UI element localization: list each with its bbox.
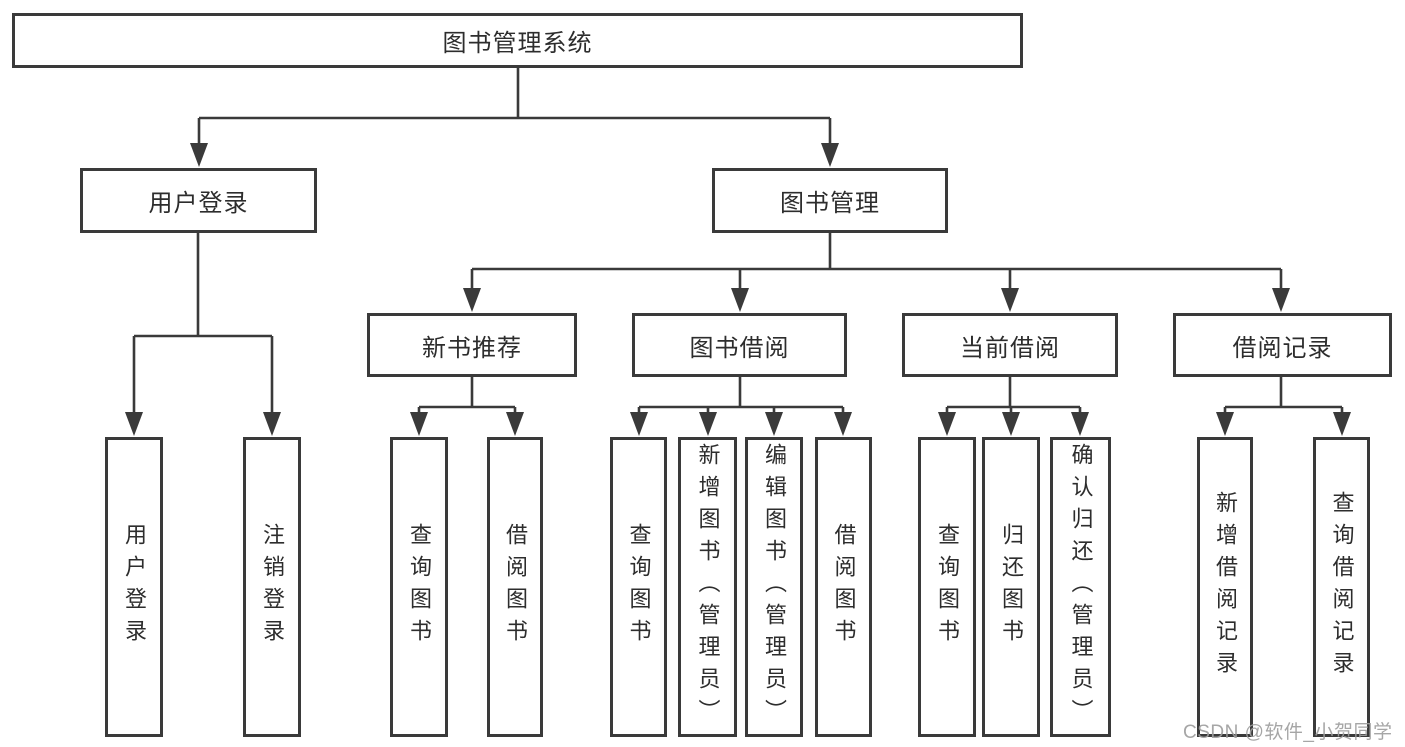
node-library-system: 图书管理系统 xyxy=(12,13,1023,68)
node-user-login: 用户登录 xyxy=(80,168,317,233)
connector-root-to-level2 xyxy=(190,68,839,167)
leaf-bb-query-books: 查询图书 xyxy=(610,437,667,737)
leaf-bb-borrow-books: 借阅图书 xyxy=(815,437,872,737)
leaf-bb-add-books-admin: 新增图书（管理员） xyxy=(678,437,737,737)
node-current-borrow: 当前借阅 xyxy=(902,313,1118,377)
connector-book-borrow xyxy=(630,377,852,436)
watermark-csdn: CSDN @软件_小贺同学 xyxy=(1183,722,1393,743)
node-borrow-records-label: 借阅记录 xyxy=(1232,334,1333,362)
leaf-cb-query-books: 查询图书 xyxy=(918,437,976,737)
leaf-br-add-record-label: 新增借阅记录 xyxy=(1213,491,1238,683)
node-book-borrow: 图书借阅 xyxy=(632,313,847,377)
leaf-cb-confirm-return-admin: 确认归还（管理员） xyxy=(1050,437,1111,737)
leaf-logout: 注销登录 xyxy=(243,437,301,737)
leaf-user-login-label: 用户登录 xyxy=(122,523,147,651)
leaf-nb-query-books: 查询图书 xyxy=(390,437,448,737)
leaf-nb-query-books-label: 查询图书 xyxy=(407,523,432,651)
leaf-bb-edit-books-admin: 编辑图书（管理员） xyxy=(745,437,803,737)
node-book-borrow-label: 图书借阅 xyxy=(689,334,790,362)
node-borrow-records: 借阅记录 xyxy=(1173,313,1392,377)
leaf-br-query-record: 查询借阅记录 xyxy=(1313,437,1370,737)
connector-user-login-branch xyxy=(125,233,281,436)
leaf-nb-borrow-books: 借阅图书 xyxy=(487,437,543,737)
leaf-bb-edit-books-admin-label: 编辑图书（管理员） xyxy=(762,443,787,731)
leaf-br-add-record: 新增借阅记录 xyxy=(1197,437,1253,737)
node-book-management-label: 图书管理 xyxy=(780,190,880,217)
connector-current-borrow xyxy=(938,377,1089,436)
node-user-login-label: 用户登录 xyxy=(148,190,249,217)
node-library-system-label: 图书管理系统 xyxy=(442,30,593,57)
leaf-user-login: 用户登录 xyxy=(105,437,163,737)
leaf-cb-query-books-label: 查询图书 xyxy=(935,523,960,651)
node-new-book-recommend-label: 新书推荐 xyxy=(422,334,522,362)
leaf-logout-label: 注销登录 xyxy=(260,523,285,651)
leaf-bb-query-books-label: 查询图书 xyxy=(626,523,652,651)
connector-borrow-records xyxy=(1216,377,1351,436)
node-new-book-recommend: 新书推荐 xyxy=(367,313,577,377)
node-current-borrow-label: 当前借阅 xyxy=(960,334,1060,362)
leaf-br-query-record-label: 查询借阅记录 xyxy=(1329,491,1355,683)
leaf-cb-return-books: 归还图书 xyxy=(982,437,1040,737)
leaf-cb-confirm-return-admin-label: 确认归还（管理员） xyxy=(1068,443,1094,731)
connector-book-management-branch xyxy=(463,233,1290,312)
connector-new-book-recommend xyxy=(410,377,524,436)
leaf-bb-borrow-books-label: 借阅图书 xyxy=(831,523,857,651)
leaf-bb-add-books-admin-label: 新增图书（管理员） xyxy=(695,443,721,731)
leaf-nb-borrow-books-label: 借阅图书 xyxy=(503,523,528,651)
leaf-cb-return-books-label: 归还图书 xyxy=(999,523,1024,651)
node-book-management: 图书管理 xyxy=(712,168,948,233)
